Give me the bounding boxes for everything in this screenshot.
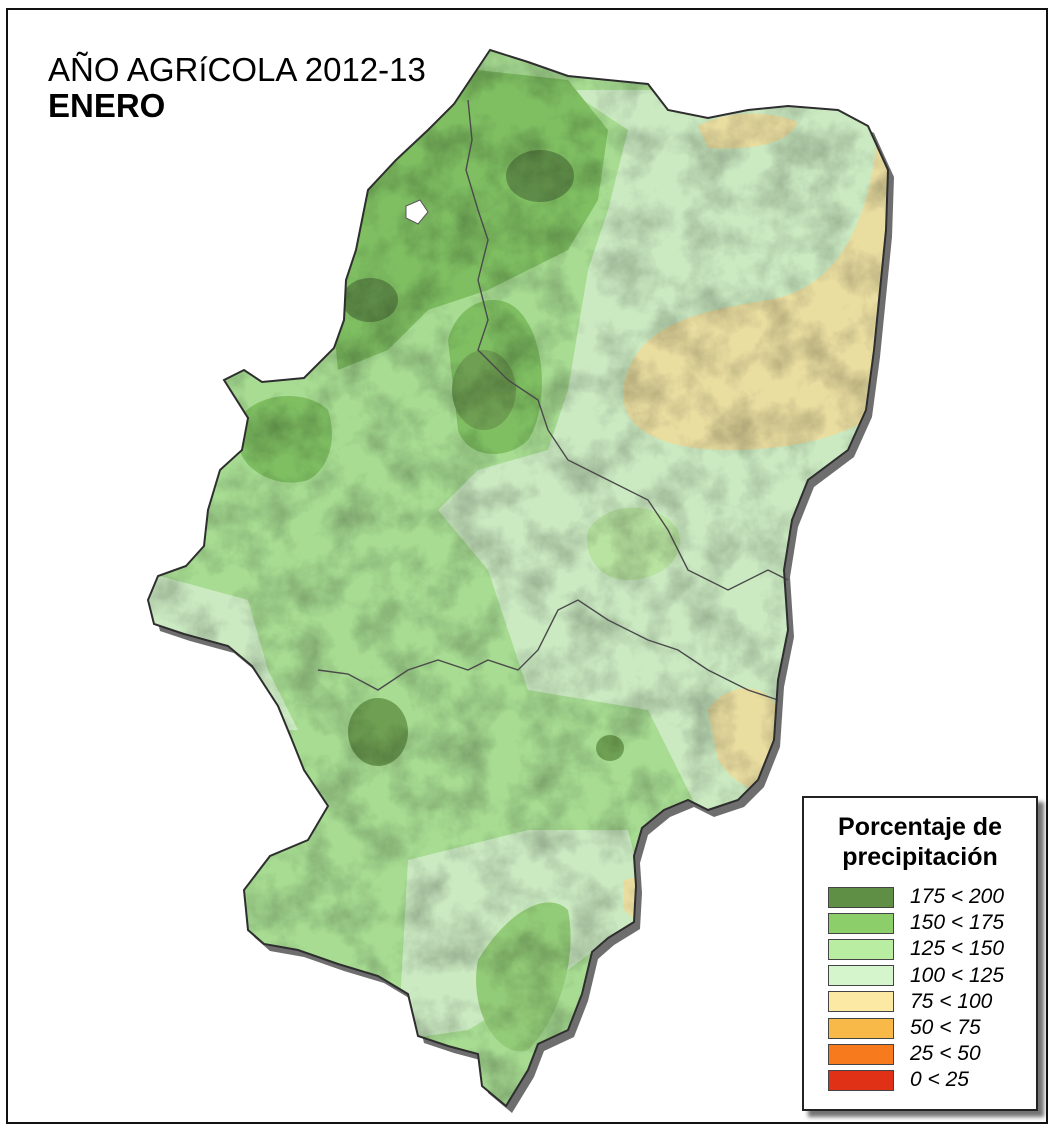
map-title: AÑO AGRíCOLA 2012-13 ENERO: [48, 52, 426, 123]
legend-item: 125 < 150: [828, 936, 1004, 962]
legend-item: 100 < 125: [828, 963, 1004, 989]
legend-label: 125 < 150: [910, 937, 1005, 961]
map-frame: AÑO AGRíCOLA 2012-13 ENERO Porcentaje de…: [6, 8, 1048, 1124]
legend-item: 25 < 50: [828, 1041, 1004, 1067]
legend-title-line2: precipitación: [842, 843, 998, 871]
legend-label: 0 < 25: [910, 1068, 969, 1092]
legend-label: 150 < 175: [910, 911, 1005, 935]
precipitation-map: [147, 49, 894, 1113]
legend-item: 150 < 175: [828, 910, 1004, 936]
legend-item: 0 < 25: [828, 1067, 1004, 1093]
legend-swatch: [828, 1017, 894, 1039]
map-title-year: AÑO AGRíCOLA 2012-13: [48, 51, 426, 88]
legend-title: Porcentaje de precipitación: [804, 812, 1036, 872]
legend-swatch: [828, 1043, 894, 1065]
legend-title-line1: Porcentaje de: [838, 813, 1002, 841]
legend-label: 25 < 50: [910, 1042, 981, 1066]
legend-swatch: [828, 965, 894, 987]
legend-label: 175 < 200: [910, 885, 1005, 909]
legend-item: 175 < 200: [828, 884, 1004, 910]
legend-item: 75 < 100: [828, 989, 1004, 1015]
map-title-month: ENERO: [48, 86, 166, 124]
legend-label: 50 < 75: [910, 1016, 981, 1040]
legend-swatch: [828, 991, 894, 1013]
legend-label: 75 < 100: [910, 989, 993, 1013]
legend-swatch: [828, 886, 894, 908]
legend-label: 100 < 125: [910, 963, 1005, 987]
legend-swatch: [828, 912, 894, 934]
legend-item: 50 < 75: [828, 1015, 1004, 1041]
legend-swatch: [828, 938, 894, 960]
legend-swatch: [828, 1069, 894, 1091]
